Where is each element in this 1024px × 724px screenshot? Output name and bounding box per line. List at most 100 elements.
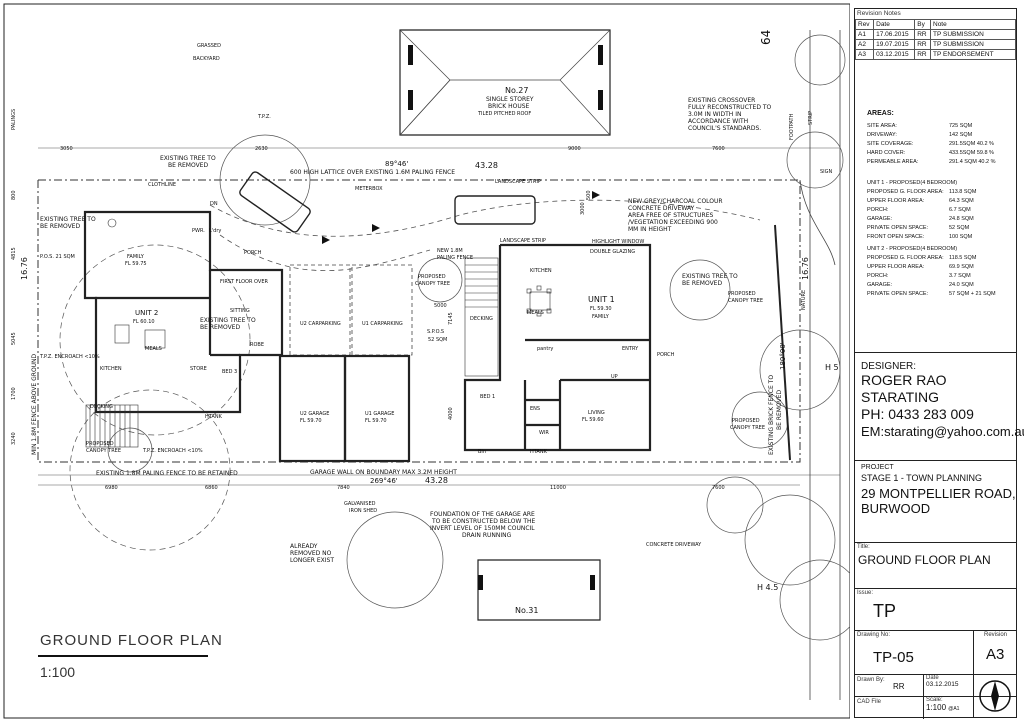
label-clothline: CLOTHLINE (148, 182, 176, 188)
label-driveway-3: AREA FREE OF STRUCTURES (628, 212, 714, 219)
label-crossover-4: ACCORDANCE WITH (688, 118, 748, 125)
area-row: GARAGE:24.0 SQM (867, 282, 974, 288)
drawn-by-label: Drawn By: (857, 677, 885, 683)
label-bearing-bottom: 269°46' (370, 477, 398, 485)
dim-500: 500 (586, 190, 592, 200)
dim-9000: 9000 (568, 146, 581, 152)
label-bed1: BED 1 (480, 394, 495, 400)
revision-value: A3 (986, 646, 1005, 663)
label-foundation-2: TO BE CONSTRUCTED BELOW THE (431, 518, 535, 525)
scale-label: Scale: (926, 697, 943, 703)
drawing-scale: 1:100 (40, 664, 76, 680)
label-robe: ROBE (250, 342, 264, 348)
drawing-title: GROUND FLOOR PLAN (40, 632, 223, 649)
label-iron-shed: IRON SHED (349, 508, 377, 514)
title-label: Title: (857, 544, 870, 550)
label-palings: PALINGS (11, 109, 17, 130)
dim-3000: 3000 (580, 202, 586, 215)
dim-3050: 3050 (60, 146, 73, 152)
cars (239, 171, 536, 233)
label-existing-tree-right: EXISTING TREE TO (682, 273, 738, 280)
unit1-heading: UNIT 1 - PROPOSED(4 BEDROOM) (867, 180, 958, 186)
area-row: FRONT OPEN SPACE:100 SQM (867, 234, 973, 240)
label-decking-u1: DECKING (470, 316, 493, 322)
label-foundation-4: DRAIN RUNNING (462, 532, 512, 539)
label-be-removed-mid: BE REMOVED (200, 324, 240, 331)
label-grassed: GRASSED (197, 43, 221, 49)
carparking-bays (289, 264, 413, 356)
driveway-arrows (322, 191, 600, 244)
areas-summary: AREAS: SITE AREA:725 SQM DRIVEWAY:142 SQ… (867, 109, 996, 299)
rev-cell: A2 (854, 39, 875, 50)
garages (278, 354, 411, 463)
label-unit1: UNIT 1 (588, 295, 615, 304)
label-canopy-tree-left: CANOPY TREE (86, 448, 121, 454)
dim-6860: 6860 (205, 485, 218, 491)
label-backyard: BACKYARD (193, 56, 220, 62)
label-u1-carparking: U1 CARPARKING (362, 321, 403, 327)
label-fl-5975: FL 59.75 (125, 261, 147, 267)
area-row: PORCH:6.7 SQM (867, 207, 971, 213)
label-galvanised: GALVANISED (344, 501, 376, 507)
label-dim-4328b: 43.28 (425, 476, 448, 485)
label-n64: 64 (759, 30, 773, 45)
revision-cell: Revision A3 (973, 631, 1017, 675)
label-crossover-3: 3.0M IN WIDTH IN (688, 111, 741, 118)
site-plan-drawing: GRASSED BACKYARD PALINGS No.27 SINGLE ST… (3, 3, 850, 719)
label-u1-garage: U1 GARAGE (365, 411, 394, 417)
dim-800: 800 (11, 190, 17, 200)
area-row: PROPOSED G. FLOOR AREA:113.8 SQM (867, 189, 977, 195)
designer-block: DESIGNER: ROGER RAO STARATING PH: 0433 2… (861, 361, 1024, 440)
dim-4000: 4000 (448, 407, 454, 420)
by-col: By (914, 19, 931, 30)
table-row: A1 17.06.2015 RR TP SUBMISSION (854, 29, 1016, 40)
neighbour-house-27 (399, 29, 611, 136)
label-no27: No.27 (505, 86, 528, 95)
area-row: HARD COVER:433.5SQM 59.8 % (867, 150, 994, 156)
date-value: 03.12.2015 (926, 681, 959, 688)
site-boundary (37, 179, 801, 463)
label-dim-1676-left: 16.76 (20, 257, 29, 280)
label-tiled-roof: TILED PITCHED ROOF (477, 111, 531, 117)
neighbour-house-31 (477, 559, 601, 621)
label-h5: H 5 (825, 363, 839, 372)
label-wir: WIR (539, 430, 549, 436)
note-cell: TP SUBMISSION (930, 29, 1016, 40)
project-section (855, 460, 1016, 542)
label-driveway-2: CONCRETE DRIVEWAY (628, 205, 695, 212)
label-bearing-right: 180°00' (779, 342, 787, 370)
area-row: SITE COVERAGE:291.5SQM 40.2 % (867, 141, 994, 147)
label-be-removed-right: BE REMOVED (682, 280, 722, 287)
dim-5000: 5000 (434, 303, 447, 309)
label-bearing-top: 89°46' (385, 160, 408, 168)
label-decking-u2: DECKING (90, 404, 113, 410)
label-fl-5930: FL 59.30 (590, 306, 612, 312)
label-crossover-2: FULLY RECONSTRUCTED TO (688, 104, 772, 111)
project-address-1: 29 MONTPELLIER ROAD, (861, 486, 1016, 501)
label-already-1: ALREADY (290, 543, 318, 550)
tree-canopies (59, 34, 850, 641)
cad-file-label: CAD File (857, 699, 882, 705)
area-row: PERMEABLE AREA:291.4 SQM 40.2 % (867, 159, 996, 165)
label-existing-tree-left: EXISTING TREE TO (40, 216, 96, 223)
revision-heading: Revision Notes (857, 10, 901, 17)
date-cell: 03.12.2015 (873, 49, 916, 60)
dim-7600: 7600 (712, 146, 725, 152)
dim-2630: 2630 (255, 146, 268, 152)
table-row: A3 03.12.2015 RR TP ENDORSEMENT (854, 49, 1016, 60)
label-porch-u2: PORCH (244, 250, 262, 256)
date-cell: 19.07.2015 (873, 39, 916, 50)
designer-company: STARATING (861, 389, 940, 405)
label-canopy-tree-mid: CANOPY TREE (415, 281, 450, 287)
label-u2-fl: FL 59.70 (300, 418, 322, 424)
unit2-heading: UNIT 2 - PROPOSED(4 BEDROOM) (867, 246, 958, 252)
label-spos-sqm: 52 SQM (428, 337, 447, 343)
area-row: GARAGE:24.8 SQM (867, 216, 974, 222)
label-meals-u2: MEALS (145, 346, 162, 352)
rev-cell: A1 (854, 29, 875, 40)
label-crossover-5: COUNCIL'S STANDARDS. (688, 125, 761, 132)
label-existing-tree-top: EXISTING TREE TO (160, 155, 216, 162)
kerb-curve (799, 179, 836, 266)
label-new-paling: NEW 1.8M (437, 248, 463, 254)
label-proposed-canopy-right: PROPOSED (732, 418, 760, 424)
